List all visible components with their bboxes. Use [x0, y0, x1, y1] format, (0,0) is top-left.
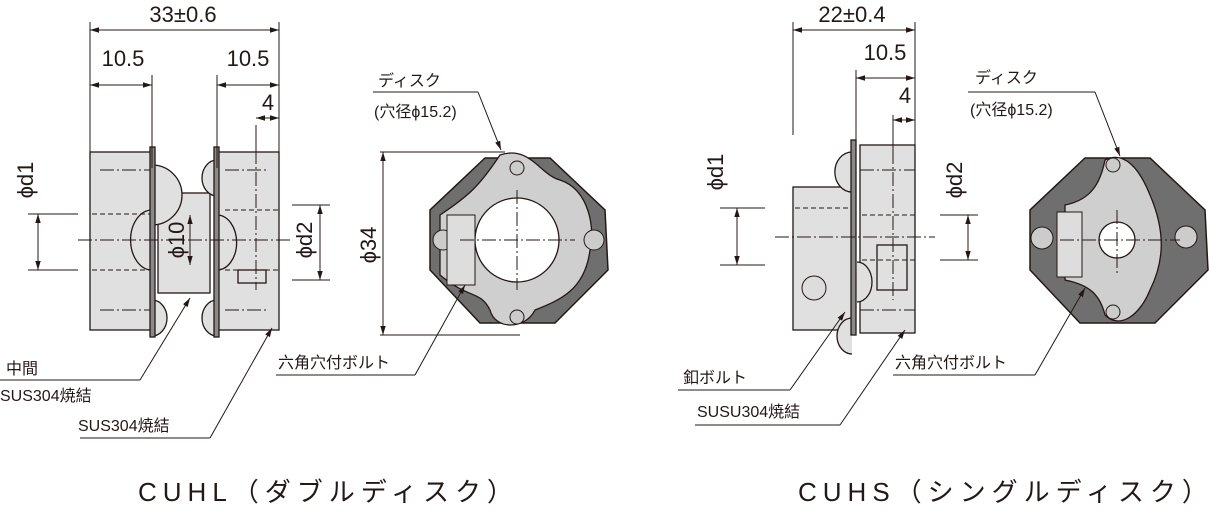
bore-d2-dim: ϕd2: [942, 162, 967, 199]
screw-position-dim: 4: [262, 90, 274, 115]
rivet-head: [856, 261, 873, 303]
disk-plate: [149, 146, 156, 338]
overall-length-dim: 22±0.4: [818, 2, 885, 27]
overall-length-dim: 33±0.6: [149, 2, 216, 27]
rivet-bolt: [801, 275, 827, 301]
bore-d2-dim: ϕd2: [292, 222, 317, 259]
cuhs-title: CUHS（シングルディスク）: [798, 477, 1210, 507]
bore-d1-dim: ϕd1: [703, 154, 728, 191]
cuhl-front-view: ϕ34 ディスク (穴径ϕ15.2) 六角穴付ボルト: [276, 71, 609, 376]
cuhs-front-view: ディスク (穴径ϕ15.2) 六角穴付ボルト: [893, 68, 1209, 376]
screw-position-dim: 4: [899, 83, 911, 108]
hub: [859, 144, 916, 334]
middle-label: 中間: [6, 360, 38, 378]
hub-length-dim: 10.5: [864, 40, 907, 65]
hub-length-dim: 10.5: [227, 46, 270, 71]
disk-plate: [213, 146, 220, 338]
disk-hole-label: (穴径ϕ15.2): [970, 101, 1053, 119]
middle-material-label: SUS304焼結: [0, 387, 92, 405]
hex-bolt-label: 六角穴付ボルト: [895, 354, 1007, 372]
hub-material-label: SUS304焼結: [78, 417, 170, 435]
center-diameter-dim: ϕ10: [164, 222, 189, 259]
hex-bolt-label: 六角穴付ボルト: [278, 354, 390, 372]
outer-diameter-dim: ϕ34: [356, 227, 381, 264]
hub-length-dim: 10.5: [102, 46, 145, 71]
small-hub: [792, 186, 854, 331]
disk-label: ディスク: [378, 71, 441, 90]
disk-hole-label: (穴径ϕ15.2): [374, 103, 457, 121]
cuhl-title: CUHL（ダブルディスク）: [138, 477, 519, 507]
cuhs-side-view: 22±0.4 10.5 4 ϕd1 ϕd2: [703, 2, 978, 355]
hub-material-label: SUSU304焼結: [697, 403, 800, 421]
hex-bolt: [237, 269, 267, 284]
rivet-bolt-label: 釦ボルト: [683, 369, 747, 387]
cuhl-side-view: 33±0.6 10.5 10.5 4 ϕd1 ϕ10 ϕd2: [13, 2, 330, 338]
bore-d1-dim: ϕd1: [13, 162, 38, 199]
hex-bolt: [876, 244, 908, 291]
disk-label: ディスク: [975, 68, 1038, 87]
